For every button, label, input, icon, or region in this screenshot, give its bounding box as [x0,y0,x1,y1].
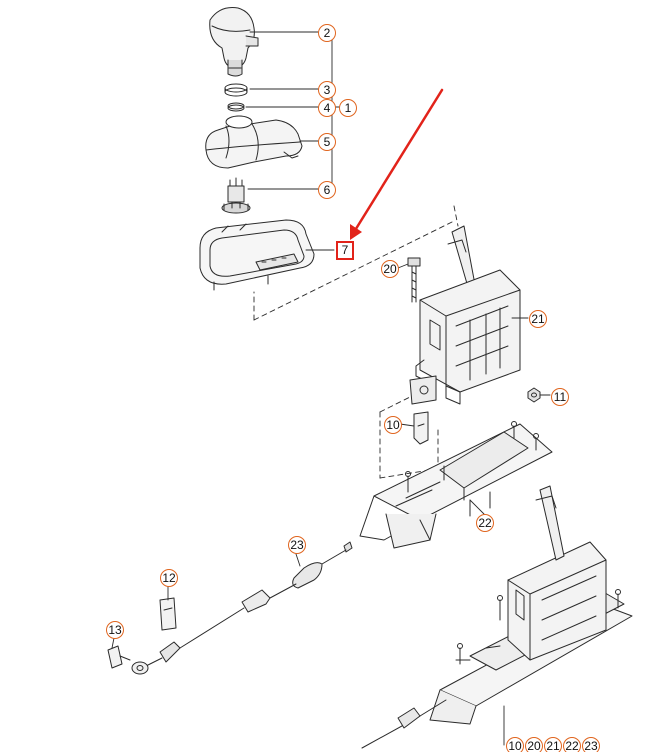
gear-knob [209,7,259,77]
callout-5[interactable]: 5 [318,133,336,151]
callout-21[interactable]: 21 [529,310,547,328]
callout-10[interactable]: 10 [384,416,402,434]
callout-11[interactable]: 11 [551,388,569,406]
callout-2[interactable]: 2 [318,24,336,42]
callout-bottom-22[interactable]: 22 [563,737,581,752]
hex-nut [527,387,541,403]
gaiter-boot [205,115,303,169]
highlight-arrow [350,88,444,240]
callout-4[interactable]: 4 [318,99,336,117]
selector-cable [131,541,353,675]
callout-bottom-10[interactable]: 10 [506,737,524,752]
shift-gate-frame [199,219,335,291]
callout-12[interactable]: 12 [160,569,178,587]
base-housing [359,421,553,549]
callout-13[interactable]: 13 [106,621,124,639]
retaining-clip [413,411,429,445]
selector-housing [409,225,521,405]
callout-1[interactable]: 1 [339,99,357,117]
callout-22[interactable]: 22 [476,514,494,532]
cable-clip-13 [107,645,131,669]
clip-ring [227,102,245,112]
callout-20[interactable]: 20 [381,260,399,278]
callout-3[interactable]: 3 [318,81,336,99]
callout-6[interactable]: 6 [318,181,336,199]
screw [407,257,421,303]
callout-bottom-23[interactable]: 23 [582,737,600,752]
assembled-shifter [361,485,633,749]
callout-bottom-21[interactable]: 21 [544,737,562,752]
callout-bottom-20[interactable]: 20 [525,737,543,752]
selector-pin [221,177,251,214]
leader-lines [111,263,551,746]
cable-clip-12 [159,597,177,631]
callout-7-highlighted[interactable]: 7 [336,241,354,260]
retaining-ring [224,83,248,97]
callout-23[interactable]: 23 [288,536,306,554]
